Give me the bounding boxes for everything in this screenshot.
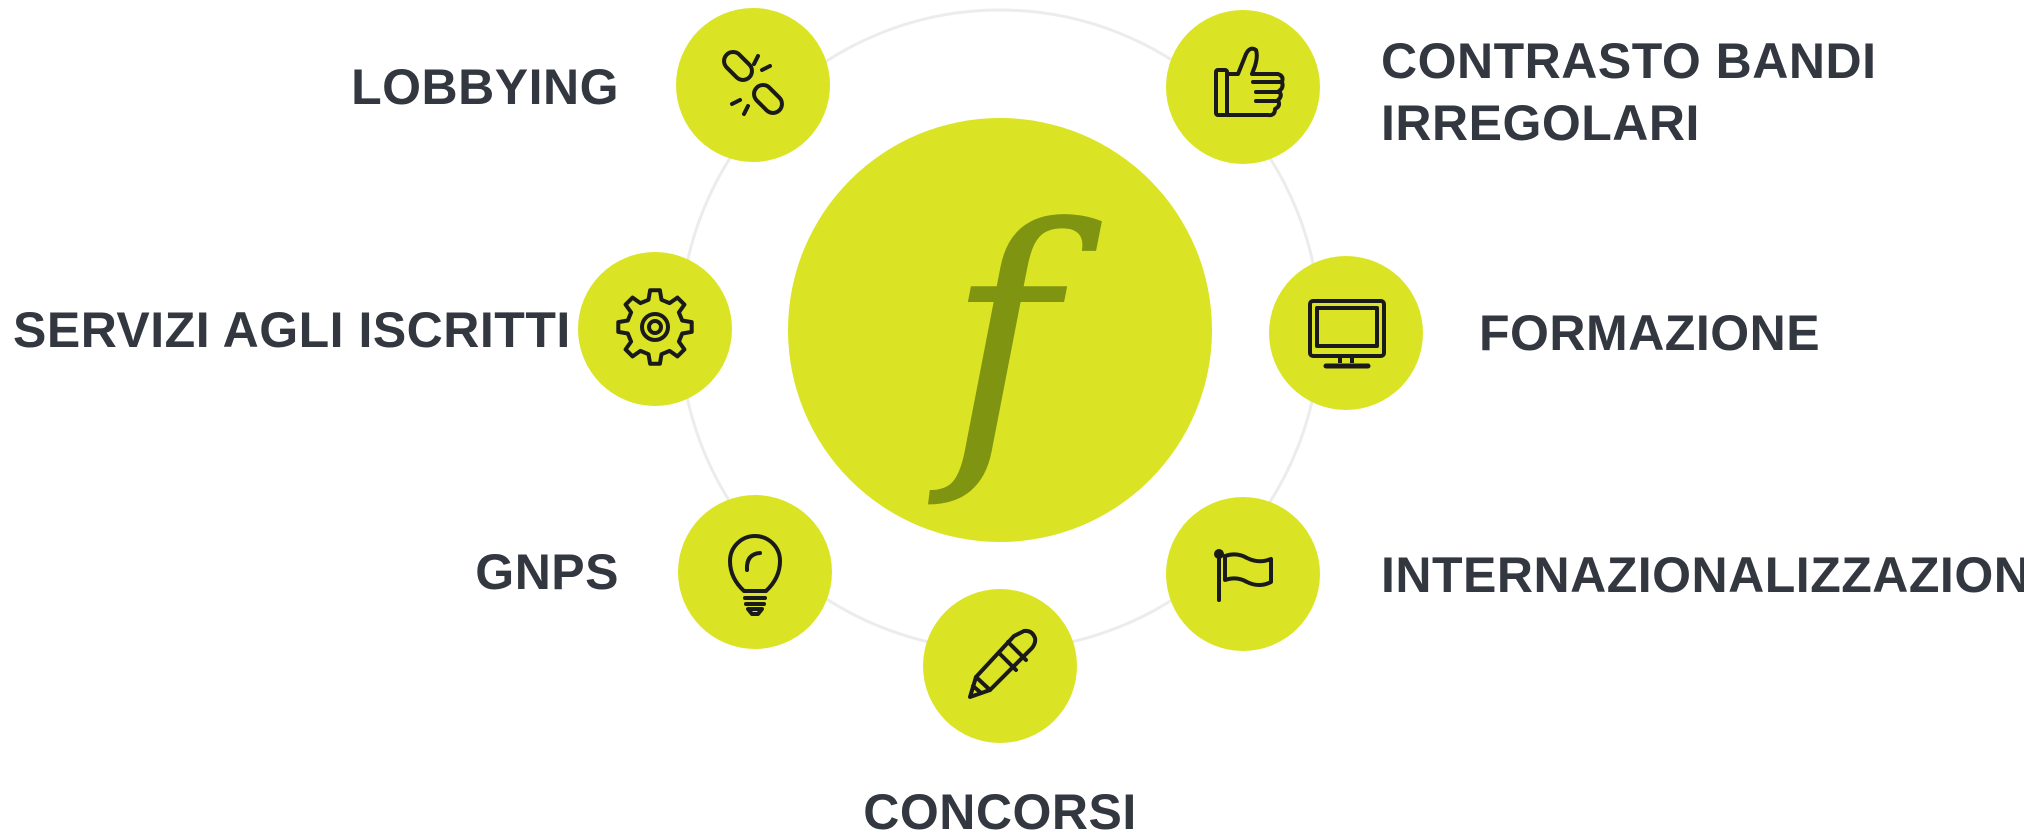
lightbulb-icon [728,534,782,616]
label-concorsi: CONCORSI [863,784,1137,833]
node-servizi-agli-iscritti[interactable] [578,252,732,406]
label-formazione: FORMAZIONE [1479,305,1821,361]
label-lobbying: LOBBYING [351,59,619,115]
broken-link-icon [722,50,784,116]
center-circle [788,118,1212,542]
node-lobbying[interactable] [676,8,830,162]
node-gnps[interactable] [678,495,832,649]
flag-icon [1214,549,1273,602]
label-gnps: GNPS [475,544,619,600]
label-contrasto-line1: CONTRASTO BANDI [1381,33,1877,89]
node-contrasto-bandi-irregolari[interactable] [1166,10,1320,164]
node-formazione[interactable] [1269,256,1423,410]
gear-icon [616,288,694,366]
label-contrasto-line2: IRREGOLARI [1381,95,1700,151]
node-concorsi[interactable] [923,589,1077,743]
label-servizi-agli-iscritti: SERVIZI AGLI ISCRITTI [13,302,571,358]
label-internazionalizzazione: INTERNAZIONALIZZAZIONE [1381,547,2024,603]
thumbs-up-icon [1214,46,1285,118]
pencil-icon [968,628,1038,699]
node-internazionalizzazione[interactable] [1166,497,1320,651]
label-contrasto-bandi-irregolari: CONTRASTO BANDI IRREGOLARI [1381,30,1876,154]
monitor-icon [1308,299,1386,369]
